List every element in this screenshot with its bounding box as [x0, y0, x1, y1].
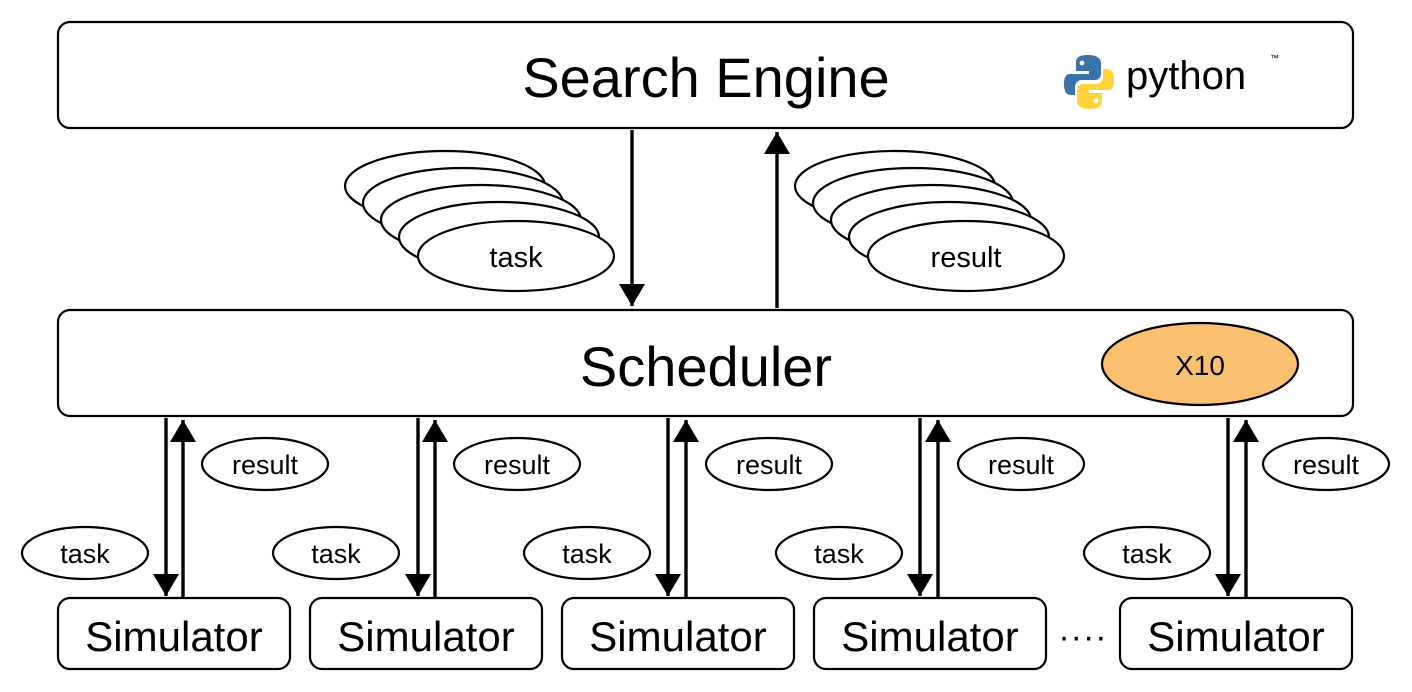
simulator-label: Simulator: [337, 613, 514, 660]
worker-result-bubble: [452, 436, 582, 492]
python-eye-bottom: [1093, 98, 1099, 104]
python-logo-text: python: [1126, 54, 1246, 98]
simulator-label: Simulator: [85, 613, 262, 660]
simulator-label: Simulator: [1147, 613, 1324, 660]
more-simulators-ellipsis: ····: [1058, 618, 1107, 656]
simulator-box: [812, 596, 1048, 671]
worker-result-label: result: [1293, 450, 1360, 480]
worker-4: result task Simulator: [1082, 418, 1391, 671]
worker-task-bubble: [271, 525, 401, 581]
scheduler-box: Scheduler X10: [56, 308, 1355, 418]
worker-result-label: result: [484, 450, 551, 480]
worker-result-bubble: [956, 436, 1086, 492]
worker-result-label: result: [736, 450, 803, 480]
worker-result-bubble: [704, 436, 834, 492]
search-engine-label: Search Engine: [522, 46, 889, 109]
worker-task-label: task: [814, 539, 864, 569]
simulator-label: Simulator: [589, 613, 766, 660]
task-queue-label: task: [489, 242, 543, 274]
worker-task-bubble: [20, 525, 150, 581]
worker-task-bubble: [1082, 525, 1212, 581]
simulator-box: [308, 596, 544, 671]
task-queue-stack: task: [343, 149, 616, 293]
x10-badge: [1100, 321, 1300, 407]
worker-result-label: result: [232, 450, 299, 480]
search-engine-box: Search Engine: [56, 20, 1355, 130]
worker-result-label: result: [988, 450, 1055, 480]
python-logo: python ™: [1064, 53, 1279, 109]
worker-task-label: task: [1122, 539, 1172, 569]
simulator-box: [560, 596, 796, 671]
worker-2: result task Simulator: [522, 418, 834, 671]
result-queue-label: result: [931, 242, 1002, 274]
worker-task-label: task: [562, 539, 612, 569]
python-icon: [1064, 55, 1114, 109]
worker-result-bubble: [200, 436, 330, 492]
result-queue-stack: result: [793, 149, 1066, 293]
scheduler-label: Scheduler: [580, 335, 832, 398]
python-trademark: ™: [1270, 53, 1279, 63]
worker-task-label: task: [311, 539, 361, 569]
worker-task-label: task: [60, 539, 110, 569]
worker-result-bubble: [1261, 436, 1391, 492]
worker-3: result task Simulator: [774, 418, 1086, 671]
worker-task-bubble: [774, 525, 904, 581]
python-eye-top: [1079, 60, 1085, 66]
simulator-label: Simulator: [841, 613, 1018, 660]
task-queue-ellipse: [416, 219, 616, 293]
simulator-box: [56, 596, 292, 671]
worker-1: result task Simulator: [271, 418, 582, 671]
worker-0: result task Simulator: [20, 418, 330, 671]
simulator-box: [1118, 596, 1354, 671]
x10-label: X10: [1175, 350, 1225, 381]
worker-task-bubble: [522, 525, 652, 581]
result-queue-ellipse: [866, 219, 1066, 293]
